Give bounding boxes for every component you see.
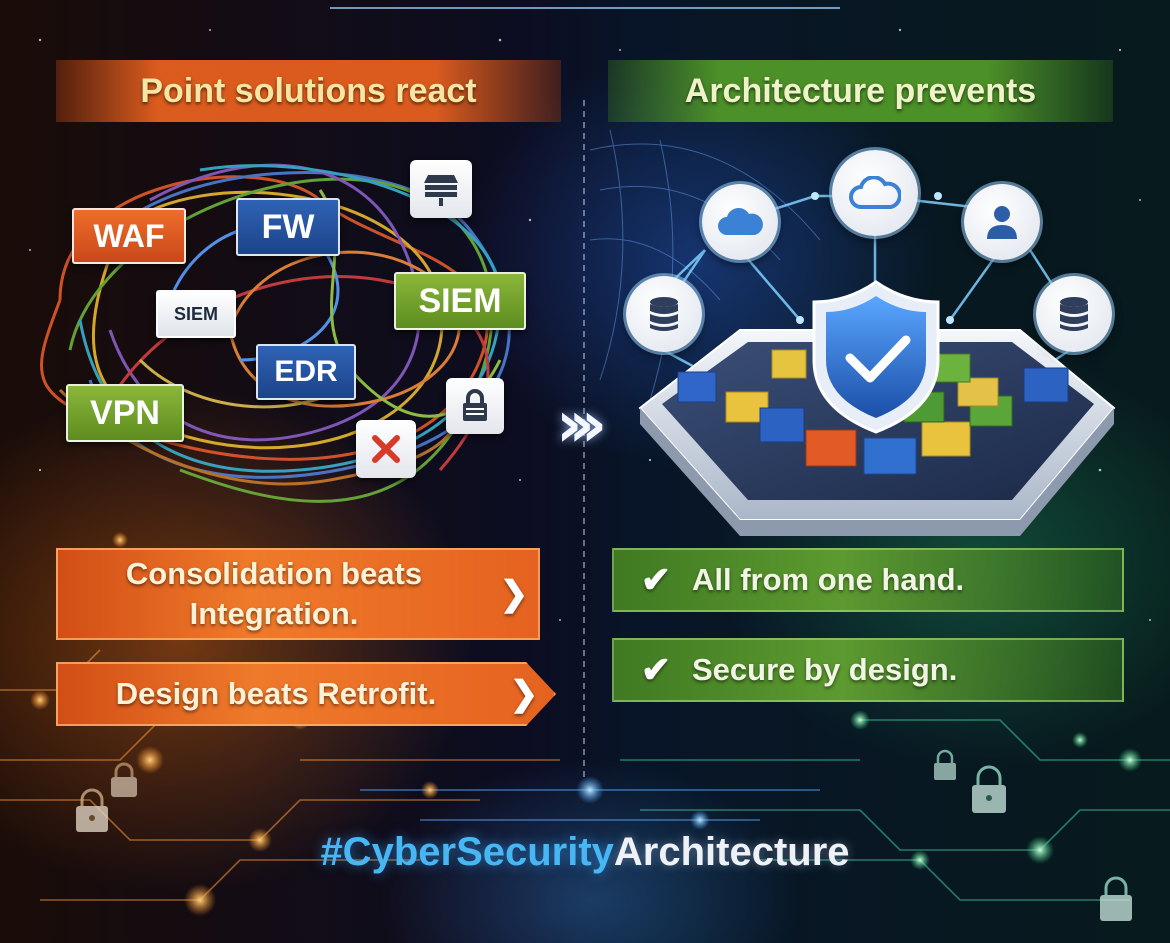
error-tile [356,420,416,478]
padlock-icon [111,762,137,797]
padlock-icon [76,788,108,832]
left-header-text: Point solutions react [140,71,477,110]
consolidation-line1: Consolidation beats [125,556,423,591]
database-icon [650,297,678,331]
lock-icon [463,389,487,421]
cloud-icon [718,208,763,235]
database-node-right [1036,276,1112,352]
edr-tag: EDR [256,344,356,400]
database-icon [1060,297,1088,331]
chevron-right-icon: ❯ [509,675,539,713]
user-icon [987,206,1017,239]
secure-banner: ✔ Secure by design. [612,638,1124,702]
cloud-icon [849,176,901,209]
left-section-header: Point solutions react [56,60,561,122]
fw-tag: FW [236,198,340,256]
padlock-icon [972,765,1006,813]
database-node-left [626,276,702,352]
cloud-node-left [702,184,778,260]
siem-large-tag: SIEM [394,272,526,330]
hashtag-part2: Architecture [613,830,850,874]
padlock-icon [1100,876,1132,921]
consolidation-line2: Integration. [189,596,359,631]
router-tile [410,160,472,218]
check-icon: ✔ [640,559,672,600]
cloud-node-center [832,150,918,236]
chevron-right-icon: ❯ [499,575,529,613]
shield-check-icon [812,280,940,434]
hashtag-part1: #CyberSecurity [320,830,614,874]
lock-tile [446,378,504,434]
secure-text: Secure by design. [692,652,958,687]
right-section-header: Architecture prevents [608,60,1113,122]
consolidation-text: Consolidation beats Integration. [58,554,490,634]
siem-small-tag: SIEM [156,290,236,338]
router-icon [424,175,458,206]
design-banner: Design beats Retrofit. ❯ [56,662,556,726]
vpn-tag: VPN [66,384,184,442]
consolidation-banner: Consolidation beats Integration. ❯ [56,548,540,640]
padlock-icon [934,749,956,780]
one-hand-banner: ✔ All from one hand. [612,548,1124,612]
error-x-icon [372,435,400,463]
right-header-text: Architecture prevents [684,71,1037,110]
user-node [964,184,1040,260]
waf-tag: WAF [72,208,186,264]
check-icon: ✔ [640,649,672,690]
hashtag-title: #CyberSecurityArchitecture [0,830,1170,875]
one-hand-text: All from one hand. [692,562,965,597]
design-text: Design beats Retrofit. [115,676,437,711]
